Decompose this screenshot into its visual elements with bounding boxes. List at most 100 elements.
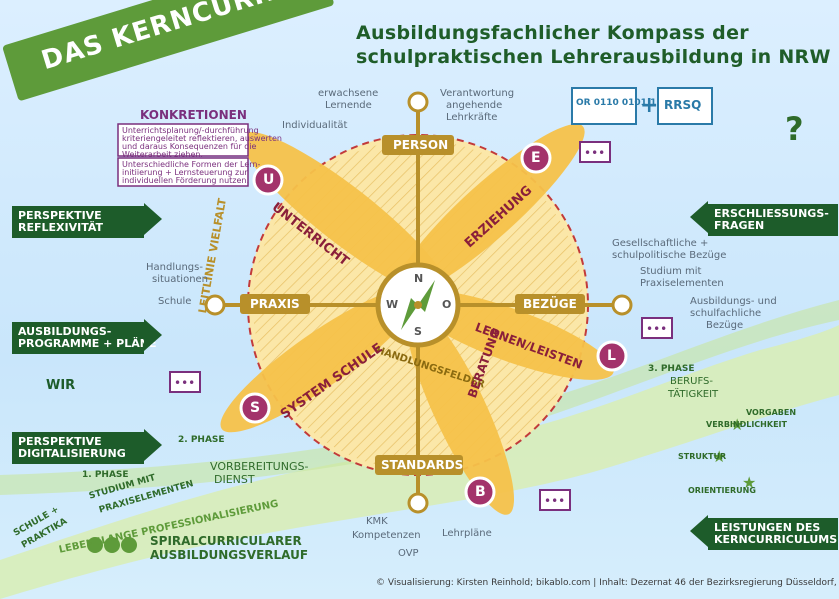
- b-circle: [464, 476, 496, 508]
- panel-reflexivitaet-arrow: [144, 203, 162, 235]
- note-kompetenzen: Kompetenzen: [352, 530, 421, 541]
- svg-text:•••: •••: [584, 146, 605, 160]
- axis-s-knob: [407, 492, 429, 514]
- panel-digitalisierung-arrow: [144, 429, 162, 461]
- note-studium: Studium mit: [640, 266, 702, 277]
- panel-leistungen: LEISTUNGEN DES KERNCURRICULUMS: [708, 518, 838, 550]
- panel-ausbildungsprogramme: AUSBILDUNGS- PROGRAMME + PLÄNE: [12, 322, 157, 354]
- note-schulpolitische: schulpolitische Bezüge: [612, 250, 727, 261]
- svg-text:★: ★: [742, 473, 756, 492]
- svg-text:★: ★: [730, 415, 744, 434]
- leistung-struktur: STRUKTUR: [678, 452, 727, 461]
- header-line-1: Ausbildungsfachlicher Kompass der: [356, 22, 749, 44]
- panel-ausbildungsprogramme-label: AUSBILDUNGS- PROGRAMME + PLÄNE: [18, 325, 157, 350]
- l-letter: L: [607, 348, 616, 364]
- note-schulfachliche: schulfachliche: [690, 308, 762, 319]
- svg-text:•••: •••: [646, 322, 667, 336]
- petal-u: [241, 131, 449, 299]
- konkretionen-text1-a: Unterrichtsplanung/-durchführung: [122, 126, 259, 135]
- leistung-vorgaben: VORGABEN: [746, 408, 797, 417]
- konkretionen-text1-d: Weiterarbeit ziehen.: [122, 150, 203, 159]
- e-letter: E: [531, 150, 541, 166]
- code-right-text: RRSQ: [664, 98, 702, 112]
- leistung-verbindlichkeit: VERBINDLICHKEIT: [706, 420, 787, 429]
- needle-north: [418, 280, 435, 312]
- dir-s: S: [414, 325, 422, 338]
- panel-erschliessung-label: ERSCHLIESSUNGS- FRAGEN: [714, 207, 829, 232]
- note-verantwortung: Verantwortung: [440, 88, 515, 99]
- note-situationen: situationen: [152, 274, 209, 285]
- panel-reflexivitaet-label: PERSPEKTIVE REFLEXIVITÄT: [18, 209, 104, 234]
- note-individualitaet: Individualität: [282, 120, 348, 131]
- u-letter: U: [263, 172, 275, 188]
- b-letter: B: [475, 484, 486, 500]
- konkretionen-text1-b: kriteriengeleitet reflektieren, auswerte…: [122, 134, 282, 143]
- needle-south: [401, 298, 418, 330]
- phase-3-text-b: TÄTIGKEIT: [668, 389, 719, 400]
- chat-icon-s: •••: [169, 371, 201, 393]
- konkretionen-frame-2: [117, 157, 249, 187]
- axis-e-knob: [611, 294, 633, 316]
- leistung-orientierung: ORIENTIERUNG: [688, 486, 756, 495]
- e-circle: [520, 142, 552, 174]
- panel-digitalisierung-label: PERSPEKTIVE DIGITALISIERUNG: [18, 435, 126, 460]
- note-ovp: OVP: [398, 548, 419, 559]
- phase-3-text-a: BERUFS-: [670, 376, 713, 387]
- dir-o: O: [442, 298, 452, 311]
- axis-n-knob: [407, 91, 429, 113]
- note-gesellschaftliche: Gesellschaftliche +: [612, 238, 709, 249]
- s-letter: S: [250, 400, 261, 416]
- label-person: PERSON: [393, 138, 449, 152]
- question-icon: ?: [785, 110, 804, 148]
- note-praxiselementen: Praxiselementen: [640, 278, 724, 289]
- label-standards: STANDARDS: [381, 458, 464, 472]
- dir-n: N: [414, 272, 424, 285]
- petal-s: [220, 287, 420, 433]
- phase-2-text-a: VORBEREITUNGS-: [210, 460, 309, 473]
- bezuege-box: [515, 294, 585, 314]
- axis-w-knob: [204, 294, 226, 316]
- spiral-icon: [87, 537, 137, 553]
- panel-ausbildungsprogramme-arrow: [144, 319, 162, 351]
- note-lernende: Lernende: [325, 100, 372, 111]
- konkretionen-text2-c: individuellen Förderung nutzen.: [122, 176, 250, 185]
- note-ausbildungs: Ausbildungs- und: [690, 296, 777, 307]
- phase-2: 2. PHASE: [178, 435, 225, 445]
- u-circle: [252, 164, 284, 196]
- code-left-text: OR 0110 0101 1: [576, 98, 657, 108]
- chat-icon-l: •••: [641, 317, 673, 339]
- panel-erschliessung-arrow: [690, 201, 708, 233]
- code-box-right: [657, 87, 713, 125]
- konkretionen-title: KONKRETIONEN: [140, 108, 247, 122]
- label-praxis: PRAXIS: [250, 297, 300, 311]
- panel-reflexivitaet: PERSPEKTIVE REFLEXIVITÄT: [12, 206, 144, 238]
- note-lehrplaene: Lehrpläne: [442, 528, 492, 539]
- konkretionen-text1-c: und daraus Konsequenzen für die: [122, 142, 257, 151]
- svg-text:•••: •••: [544, 494, 565, 508]
- note-lehrkraefte: Lehrkräfte: [446, 112, 498, 123]
- code-box-left: [571, 87, 637, 125]
- phase-1: 1. PHASE: [82, 470, 129, 480]
- spiral-line-1: SPIRALCURRICULARER: [150, 534, 302, 548]
- note-bezuege: Bezüge: [706, 320, 744, 331]
- wir-label: WIR: [46, 378, 76, 393]
- konkretionen-text2-a: Unterschiedliche Formen der Lern-: [122, 160, 261, 169]
- panel-leistungen-arrow: [690, 515, 708, 547]
- panel-erschliessung: ERSCHLIESSUNGS- FRAGEN: [708, 204, 838, 236]
- s-circle: [239, 392, 271, 424]
- chat-icon-b: •••: [539, 489, 571, 511]
- phase-2-text-b: DIENST: [214, 473, 255, 486]
- spiral-line-2: AUSBILDUNGSVERLAUF: [150, 548, 309, 562]
- chat-icon-e: •••: [579, 141, 611, 163]
- header-line-2: schulpraktischen Lehrerausbildung in NRW: [356, 46, 831, 68]
- credits: © Visualisierung: Kirsten Reinhold; bika…: [376, 578, 839, 588]
- person-box: [382, 135, 454, 155]
- svg-text:•••: •••: [174, 376, 195, 390]
- panel-digitalisierung: PERSPEKTIVE DIGITALISIERUNG: [12, 432, 144, 464]
- praxis-box: [240, 294, 310, 314]
- panel-leistungen-label: LEISTUNGEN DES KERNCURRICULUMS: [714, 521, 838, 546]
- dir-w: W: [386, 298, 399, 311]
- note-angehende: angehende: [446, 100, 503, 111]
